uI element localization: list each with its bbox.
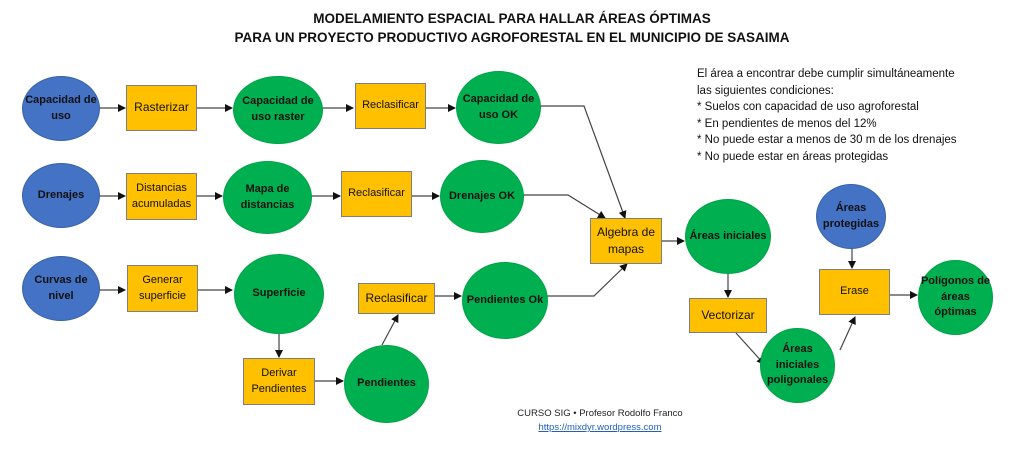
conditions-notes: El área a encontrar debe cumplir simultá…	[697, 66, 957, 165]
edge-drenajes-ok-to-algebra	[523, 194, 606, 219]
node-areas-protegidas: Áreas protegidas	[816, 184, 886, 249]
edge-poligonales-to-erase	[839, 316, 856, 351]
node-derivar-pendientes: Derivar Pendientes	[243, 358, 315, 405]
node-superficie: Superficie	[234, 254, 324, 334]
node-drenajes: Drenajes	[22, 163, 100, 228]
notes-line: * Suelos con capacidad de uso agroforest…	[697, 101, 919, 113]
edge-vectorizar-to-poligonales	[735, 332, 765, 365]
node-distancias-acumuladas: Distancias acumuladas	[126, 173, 197, 220]
node-areas-iniciales: Áreas iniciales	[685, 199, 771, 274]
node-pendientes-ok: Pendientes Ok	[462, 262, 548, 339]
diagram-title-line-1: MODELAMIENTO ESPACIAL PARA HALLAR ÁREAS …	[313, 11, 711, 26]
node-generar-superficie: Generar superficie	[127, 265, 198, 312]
edge-pendientes-ok-to-algebra	[547, 263, 628, 297]
node-reclasificar-3: Reclasificar	[358, 283, 435, 314]
node-mapa-de-distancias: Mapa de distancias	[223, 161, 312, 234]
node-rasterizar: Rasterizar	[126, 85, 197, 131]
node-capacidad-de-uso-ok: Capacidad de uso OK	[456, 71, 541, 144]
node-areas-iniciales-poligonales: Áreas iniciales poligonales	[760, 328, 835, 403]
node-poligonos-de-areas-optimas: Polígonos de áreas óptimas	[918, 260, 993, 335]
notes-line: El área a encontrar debe cumplir simultá…	[697, 68, 955, 80]
footer-link[interactable]: https://mixdyr.wordpress.com	[538, 422, 662, 433]
edge-capacidad-ok-to-algebra	[540, 105, 627, 219]
node-erase: Erase	[819, 269, 890, 315]
notes-line: * En pendientes de menos del 12%	[697, 117, 877, 130]
notes-line: * No puede estar en áreas protegidas	[697, 150, 889, 163]
node-curvas-de-nivel: Curvas de nivel	[22, 256, 100, 321]
node-reclasificar-2: Reclasificar	[341, 171, 412, 217]
node-vectorizar: Vectorizar	[689, 298, 767, 333]
node-drenajes-ok: Drenajes OK	[440, 160, 524, 233]
edge-pendientes-to-reclasificar-3	[381, 314, 399, 346]
node-capacidad-de-uso-raster: Capacidad de uso raster	[233, 76, 323, 144]
notes-line: las siguientes condiciones:	[697, 84, 834, 97]
notes-line: * No puede estar a menos de 30 m de los …	[697, 134, 957, 146]
node-reclasificar-1: Reclasificar	[355, 83, 426, 129]
footer-credit: CURSO SIG • Profesor Rodolfo Franco	[517, 408, 683, 419]
diagram-title-line-2: PARA UN PROYECTO PRODUCTIVO AGROFORESTAL…	[234, 30, 790, 45]
node-algebra-de-mapas: Algebra de mapas	[590, 218, 662, 264]
node-capacidad-de-uso: Capacidad de uso	[22, 76, 100, 141]
node-pendientes: Pendientes	[344, 345, 429, 423]
